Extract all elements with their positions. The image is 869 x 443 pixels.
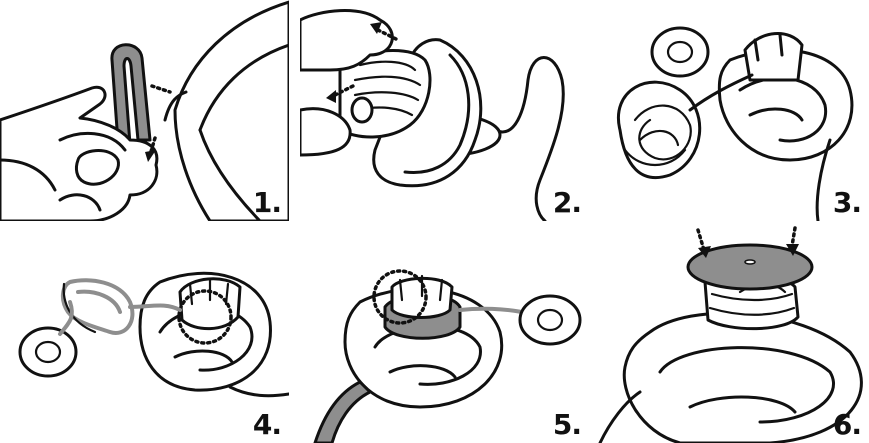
hand-icon [0,87,157,221]
step-3-illustration [580,0,869,221]
cable-icon [63,280,133,333]
step-3-label: 3. [833,186,861,219]
dotted-arrow-icon [698,230,704,250]
step-2-illustration [300,0,589,221]
step-5-panel: 5. [300,222,589,443]
step-1-illustration [0,0,289,221]
step-5-illustration [300,222,589,443]
step-4-label: 4. [253,408,281,441]
step-4-illustration [0,222,289,443]
search-coil-icon [624,313,861,443]
step-2-panel: 2. [300,0,589,221]
step-6-panel: 6. [580,222,869,443]
step-2-label: 2. [553,186,581,219]
step-1-panel: 1. [0,0,289,221]
step-5-label: 5. [553,408,581,441]
step-4-panel: 4. [0,222,289,443]
step-6-illustration [580,222,869,443]
step-6-label: 6. [833,408,861,441]
step-3-panel: 3. [580,0,869,221]
step-1-label: 1. [253,186,281,219]
